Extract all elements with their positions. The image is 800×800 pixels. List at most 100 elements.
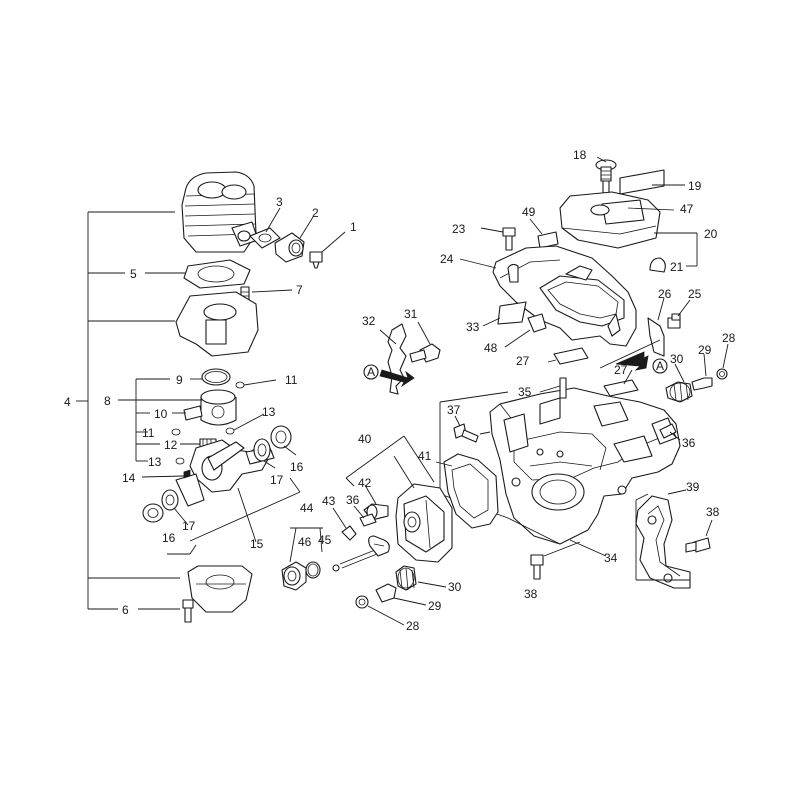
bearing-17-right-part: [253, 438, 271, 462]
callout-1: 1: [350, 220, 357, 234]
callout-3: 3: [276, 195, 283, 209]
assembly-bracket-4: [76, 211, 188, 610]
callout-9: 9: [176, 373, 183, 387]
bolt-31-part: [409, 321, 441, 363]
oil-seal-16-right-part: [270, 425, 292, 449]
bolt-23-part: [480, 227, 516, 251]
callout-31: 31: [404, 307, 418, 321]
worm-gear-part: [281, 561, 307, 591]
bolt-37-part: [453, 415, 479, 443]
bracket-26-part: [647, 297, 665, 357]
callout-49: 49: [522, 205, 536, 219]
gasket-41-part: [435, 453, 499, 529]
top-cover-part: [559, 191, 675, 249]
callout-36-right: 36: [682, 436, 696, 450]
screw-29-upper-part: [691, 353, 713, 391]
bracket-40: [345, 435, 435, 489]
callout-11-top: 11: [285, 373, 298, 387]
callout-8: 8: [104, 394, 111, 408]
callout-17-left: 17: [182, 519, 196, 533]
callout-18: 18: [573, 148, 587, 162]
callout-30-lower: 30: [448, 580, 462, 594]
handle-bracket-part: [635, 495, 691, 589]
piston-part: [200, 389, 237, 426]
callout-27-right: 27: [614, 363, 628, 377]
callout-26: 26: [658, 287, 672, 301]
callout-16-right: 16: [290, 460, 304, 474]
screw-1-part: [309, 251, 323, 269]
callout-labels: 1 2 3 4 5 6 7 8 9 10 11 11 12 13 13 14 1…: [64, 148, 736, 633]
callout-24: 24: [440, 252, 454, 266]
cylinder-base-gasket-part: [183, 259, 251, 289]
callout-25: 25: [688, 287, 702, 301]
wrist-pin-part: [183, 405, 203, 421]
callout-16-left: 16: [162, 531, 176, 545]
crank-bracket: [167, 477, 301, 555]
oil-line-part: [332, 535, 390, 572]
screw-36-front-part: [353, 505, 377, 527]
chain-catcher-part: [379, 323, 407, 395]
bracket-20: [654, 232, 698, 267]
callout-13-right: 13: [262, 405, 276, 419]
callout-17-right: 17: [270, 473, 284, 487]
callout-36-front: 36: [346, 493, 360, 507]
bolt-6-part: [182, 599, 194, 623]
callout-5: 5: [130, 267, 137, 281]
pad-33-part: [482, 301, 527, 327]
callout-48: 48: [484, 341, 498, 355]
damper-plate-27-upper-part: [547, 347, 589, 365]
callout-43: 43: [322, 494, 336, 508]
callout-14: 14: [122, 471, 136, 485]
callout-21: 21: [670, 260, 684, 274]
bolt-38-bottom-part: [530, 541, 581, 580]
callout-4: 4: [64, 395, 71, 409]
callout-32: 32: [362, 314, 376, 328]
callout-7: 7: [296, 283, 303, 297]
screw-29-lower-part: [375, 583, 427, 606]
oil-pump-housing-part: [395, 483, 453, 563]
plug-21-part: [649, 257, 666, 273]
callout-45: 45: [318, 533, 332, 547]
callout-47: 47: [680, 202, 694, 216]
callout-41: 41: [418, 449, 432, 463]
callout-15: 15: [250, 537, 264, 551]
crankcase-lower-part: [187, 565, 253, 613]
damper-plate-27-right-part: [603, 369, 639, 397]
callout-23: 23: [452, 222, 466, 236]
callout-44: 44: [300, 501, 314, 515]
bearing-17-left-part: [161, 489, 179, 511]
circlip-part: [171, 381, 245, 465]
nut-28-lower-part: [355, 595, 405, 626]
rubber-mount-30-upper-part: [665, 363, 693, 403]
callout-28-lower: 28: [406, 619, 420, 633]
callout-34: 34: [604, 551, 618, 565]
marker-a-left: A: [363, 364, 415, 388]
callout-28-upper: 28: [722, 331, 736, 345]
callout-29-lower: 29: [428, 599, 442, 613]
rubber-mount-30-lower-part: [395, 565, 447, 591]
screw-42-part: [363, 484, 389, 521]
callout-11-left: 11: [142, 426, 155, 440]
callout-29-upper: 29: [698, 343, 712, 357]
bracket-39: [635, 489, 690, 581]
callout-39: 39: [686, 480, 700, 494]
filler-cap-part: [595, 156, 617, 194]
intake-gasket-part: [249, 227, 281, 249]
callout-19: 19: [688, 179, 702, 193]
callout-40: 40: [358, 432, 372, 446]
decal-49-part: [529, 218, 559, 249]
bracket-44: [289, 527, 323, 563]
callout-38-right: 38: [706, 505, 720, 519]
marker-a-right-label: A: [656, 359, 664, 373]
callout-27-upper: 27: [516, 354, 530, 368]
bolt-38-right-part: [685, 519, 713, 553]
rear-handle-housing-part: [459, 245, 637, 347]
crankcase-chassis-part: [489, 387, 681, 545]
screw-25-part: [667, 299, 691, 329]
callout-35: 35: [518, 385, 532, 399]
bolt-43-part: [332, 507, 357, 541]
pin-35-part: [539, 377, 567, 399]
filter-48-part: [504, 313, 547, 348]
callout-20: 20: [704, 227, 718, 241]
